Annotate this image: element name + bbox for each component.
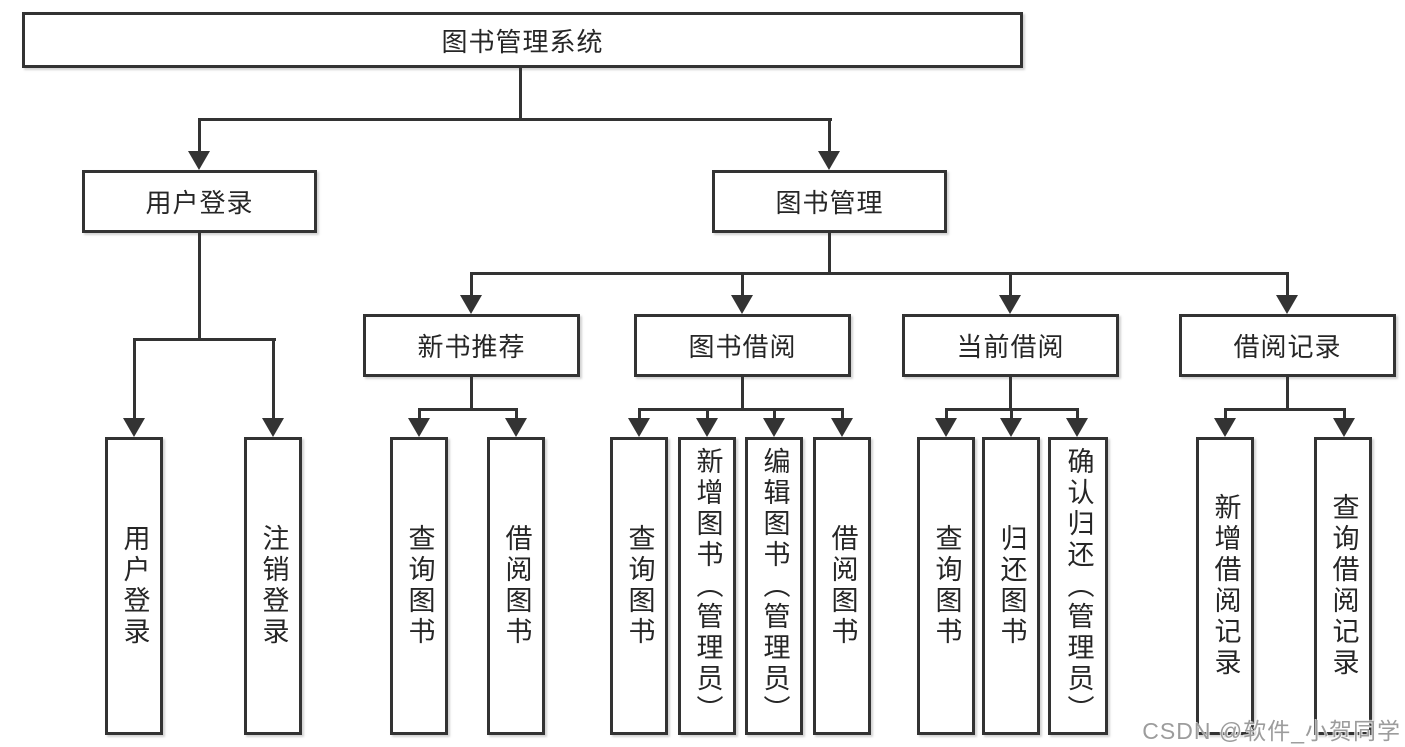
- arrow-down-icon: [628, 418, 650, 437]
- connector-drop-leaf: [945, 408, 948, 422]
- arrow-down-icon: [999, 295, 1021, 314]
- leaf-edit-book-admin: 编辑图书（管理员）: [745, 437, 803, 735]
- leaf-query-borrow-record: 查询借阅记录: [1314, 437, 1372, 735]
- node-book-borrow: 图书借阅: [634, 314, 851, 377]
- arrow-down-icon: [1066, 418, 1088, 437]
- connector-level2-rail: [198, 118, 832, 121]
- connector-new-book-rail: [418, 408, 518, 411]
- leaf-query-book-newbook: 查询图书: [390, 437, 448, 735]
- connector-drop-leaf: [773, 408, 776, 422]
- connector-current-borrow-stem: [1009, 377, 1012, 411]
- arrow-down-icon: [262, 418, 284, 437]
- arrow-down-icon: [818, 151, 840, 170]
- node-current-borrow: 当前借阅: [902, 314, 1119, 377]
- connector-drop-leaf: [418, 408, 421, 422]
- connector-drop-leaf: [1224, 408, 1227, 422]
- leaf-add-borrow-record: 新增借阅记录: [1196, 437, 1254, 735]
- arrow-down-icon: [1276, 295, 1298, 314]
- node-root: 图书管理系统: [22, 12, 1023, 68]
- leaf-user-login: 用户登录: [105, 437, 163, 735]
- node-borrow-records: 借阅记录: [1179, 314, 1396, 377]
- connector-drop-book-borrow: [741, 272, 744, 298]
- connector-borrow-records-rail: [1224, 408, 1344, 411]
- connector-drop-new-book: [470, 272, 473, 298]
- arrow-down-icon: [460, 295, 482, 314]
- arrow-down-icon: [1214, 418, 1236, 437]
- arrow-down-icon: [731, 295, 753, 314]
- connector-book-borrow-stem: [741, 377, 744, 411]
- connector-user-login-stem: [198, 233, 201, 341]
- connector-new-book-stem: [470, 377, 473, 411]
- leaf-return-book: 归还图书: [982, 437, 1040, 735]
- node-book-management: 图书管理: [712, 170, 947, 233]
- watermark: CSDN @软件_小贺同学: [1142, 718, 1401, 744]
- connector-borrow-records-stem: [1286, 377, 1289, 411]
- connector-drop-leaf: [515, 408, 518, 422]
- connector-drop-current-borrow: [1009, 272, 1012, 298]
- node-new-book-recommend: 新书推荐: [363, 314, 580, 377]
- leaf-add-book-admin: 新增图书（管理员）: [678, 437, 736, 735]
- arrow-down-icon: [763, 418, 785, 437]
- connector-book-mgmt-stem: [828, 233, 831, 275]
- arrow-down-icon: [188, 151, 210, 170]
- connector-drop-leaf: [841, 408, 844, 422]
- leaf-borrow-book: 借阅图书: [813, 437, 871, 735]
- connector-level3-rail: [470, 272, 1289, 275]
- connector-drop-user-login: [198, 118, 201, 153]
- arrow-down-icon: [935, 418, 957, 437]
- connector-user-login-rail: [133, 338, 276, 341]
- connector-drop-leaf: [1076, 408, 1079, 422]
- arrow-down-icon: [1000, 418, 1022, 437]
- node-user-login: 用户登录: [82, 170, 317, 233]
- leaf-logout-login: 注销登录: [244, 437, 302, 735]
- connector-drop-leaf: [133, 338, 136, 420]
- arrow-down-icon: [696, 418, 718, 437]
- leaf-borrow-book-newbook: 借阅图书: [487, 437, 545, 735]
- leaf-confirm-return-admin: 确认归还（管理员）: [1048, 437, 1108, 735]
- connector-drop-leaf: [272, 338, 275, 420]
- connector-drop-leaf: [638, 408, 641, 422]
- arrow-down-icon: [831, 418, 853, 437]
- arrow-down-icon: [505, 418, 527, 437]
- leaf-query-book-borrow: 查询图书: [610, 437, 668, 735]
- connector-drop-borrow-records: [1286, 272, 1289, 298]
- connector-drop-leaf: [1343, 408, 1346, 422]
- connector-drop-leaf: [1010, 408, 1013, 422]
- connector-drop-book-mgmt: [828, 118, 831, 153]
- leaf-query-book-current: 查询图书: [917, 437, 975, 735]
- connector-root-stem: [519, 68, 522, 118]
- connector-drop-leaf: [706, 408, 709, 422]
- connector-book-borrow-rail: [638, 408, 844, 411]
- arrow-down-icon: [1333, 418, 1355, 437]
- arrow-down-icon: [123, 418, 145, 437]
- arrow-down-icon: [408, 418, 430, 437]
